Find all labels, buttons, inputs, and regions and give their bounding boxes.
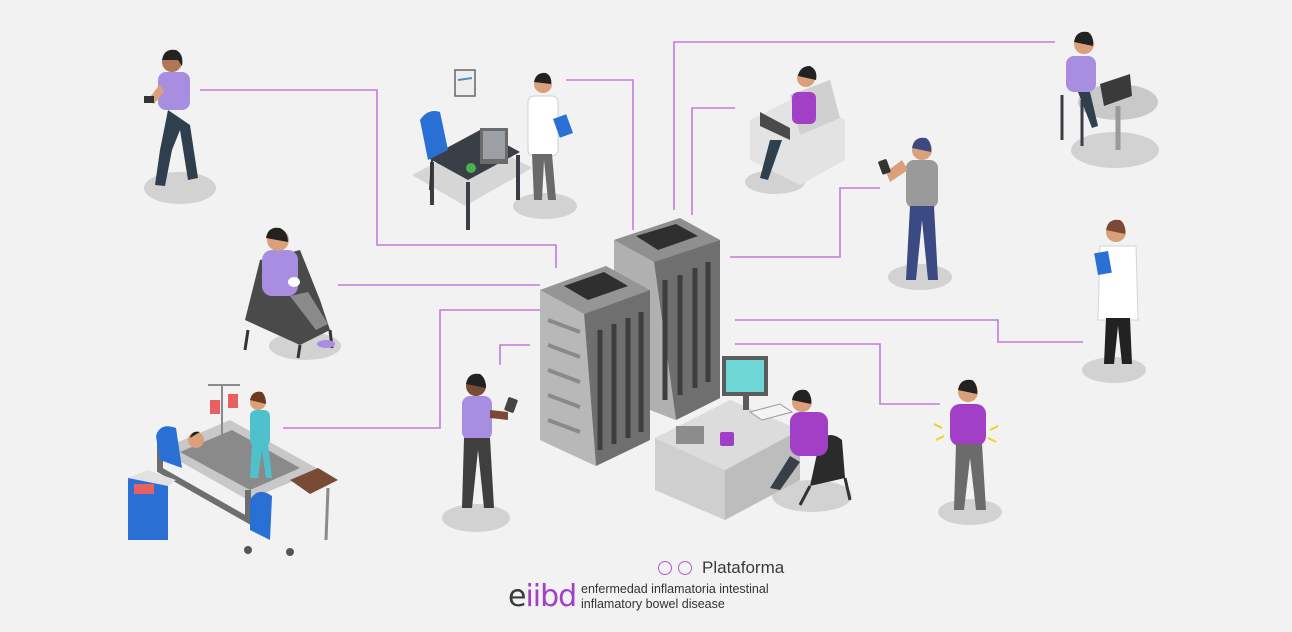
ring-icon-right — [678, 561, 692, 575]
tagline-english: inflamatory bowel disease — [581, 597, 725, 611]
wordmark-prefix: e — [508, 579, 526, 614]
ring-icon-left — [658, 561, 672, 575]
wordmark-accent: iibd — [525, 579, 577, 614]
hospital-bed-scene — [128, 384, 338, 556]
platform-label: Plataforma — [702, 558, 785, 577]
woman-armchair-laptop — [745, 66, 845, 194]
server-rack-icon-back — [614, 218, 720, 420]
connector-hospital-bed — [283, 309, 540, 429]
man-with-tablet — [442, 373, 518, 532]
connector-tablet-man — [499, 344, 530, 365]
server-rack-icon-front — [540, 266, 650, 466]
connector-walking-woman — [200, 89, 557, 268]
man-with-smartphone — [878, 137, 952, 290]
eiibd-platform-logo: Plataforma eiibd enfermedad inflamatoria… — [508, 556, 798, 616]
tagline-spanish: enfermedad inflamatoria intestinal — [581, 582, 769, 596]
man-stomach-pain — [933, 379, 1002, 525]
person-walking-woman — [144, 49, 216, 204]
programmer-workstation — [655, 356, 852, 520]
man-cafe-laptop — [1060, 31, 1159, 168]
connector-doctor-desk — [566, 79, 634, 230]
platform-badge: Plataforma — [658, 558, 784, 578]
connector-laptop-cafe — [673, 41, 1055, 210]
eiibd-wordmark: eiibd — [508, 579, 577, 614]
connector-armchair-woman — [691, 107, 735, 215]
doctor-standing — [1082, 219, 1146, 383]
seated-woman-with-cup — [243, 227, 341, 360]
doctor-at-desk-scene — [412, 69, 577, 230]
connector-lines — [200, 41, 1083, 429]
connector-phone-man — [730, 187, 880, 258]
logo-tagline: enfermedad inflamatoria intestinal infla… — [581, 582, 769, 612]
server-racks — [540, 218, 720, 466]
connector-doctor-standing — [735, 319, 1083, 343]
connector-sick-man — [735, 343, 940, 405]
